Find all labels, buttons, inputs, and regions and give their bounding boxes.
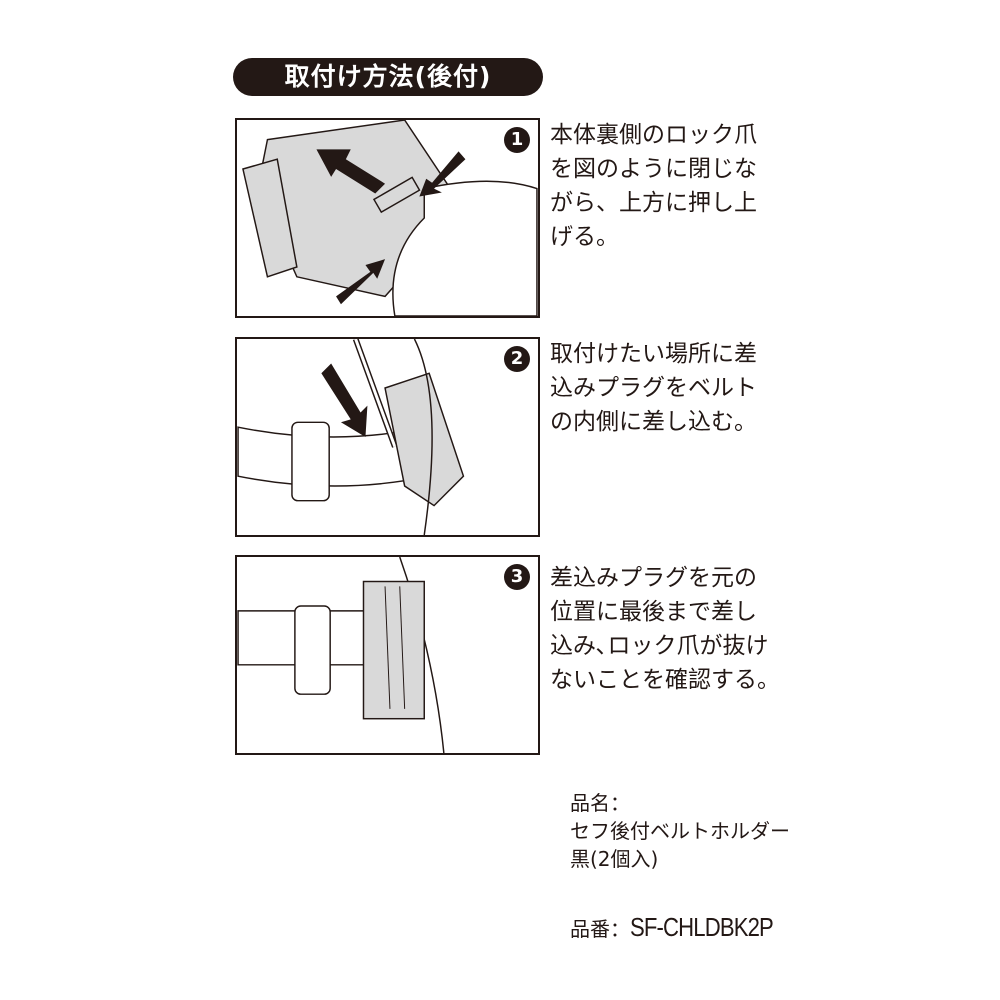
step-3-text: 差込みプラグを元の 位置に最後まで差し 込み､ロック爪が抜け ないことを確認する… bbox=[550, 565, 780, 693]
step-1-number: 1 bbox=[504, 127, 530, 153]
step-3-number: 3 bbox=[504, 564, 530, 590]
step-1-illustration bbox=[235, 118, 540, 318]
product-name: セフ後付ベルトホルダー bbox=[570, 819, 790, 843]
step-2-illustration bbox=[235, 337, 540, 537]
product-variant: 黒(2個入) bbox=[570, 847, 659, 871]
section-title: 取付け方法(後付) bbox=[233, 58, 543, 96]
step-1-text: 本体裏側のロック爪 を図のように閉じな がら、上方に押し上 げる。 bbox=[550, 122, 757, 250]
step-2-text: 取付けたい場所に差 込みプラグをベルト の内側に差し込む。 bbox=[550, 341, 757, 435]
part-number-label: 品番： bbox=[570, 917, 630, 941]
part-number: 品番：SF-CHLDBK2P bbox=[570, 912, 798, 943]
part-number-value: SF-CHLDBK2P bbox=[630, 912, 774, 942]
product-name-label: 品名： bbox=[570, 791, 630, 815]
step-2-number: 2 bbox=[504, 346, 530, 372]
step-3-illustration bbox=[235, 555, 540, 755]
